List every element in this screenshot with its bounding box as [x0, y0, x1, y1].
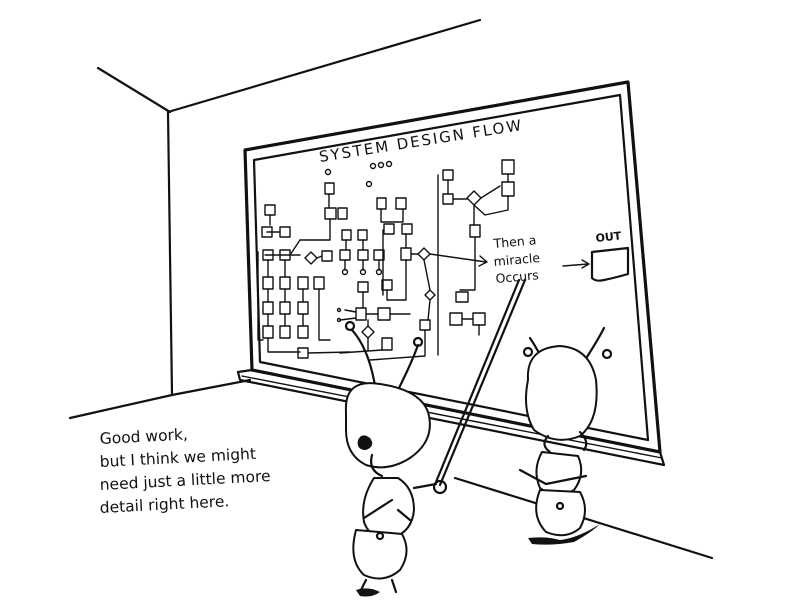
caption: Good work, but I think we might need jus…	[99, 425, 271, 517]
caption-line-2: but I think we might	[99, 445, 256, 471]
pointer-stick	[434, 278, 527, 487]
ant-presenter	[344, 320, 448, 597]
miracle-note: Then a miracle Occurs	[492, 232, 541, 286]
caption-line-4: detail right here.	[99, 492, 229, 517]
board-title: SYSTEM DESIGN FLOW	[318, 116, 525, 166]
out-label: OUT	[595, 229, 622, 245]
miracle-line-2: miracle	[493, 250, 541, 269]
miracle-line-1: Then a	[492, 232, 537, 251]
ant-listener	[518, 326, 613, 545]
flowchart-diagram	[257, 159, 590, 361]
out-document: OUT	[590, 229, 630, 282]
caption-line-3: need just a little more	[99, 467, 271, 494]
caption-line-1: Good work,	[99, 425, 188, 448]
miracle-line-3: Occurs	[495, 267, 539, 286]
